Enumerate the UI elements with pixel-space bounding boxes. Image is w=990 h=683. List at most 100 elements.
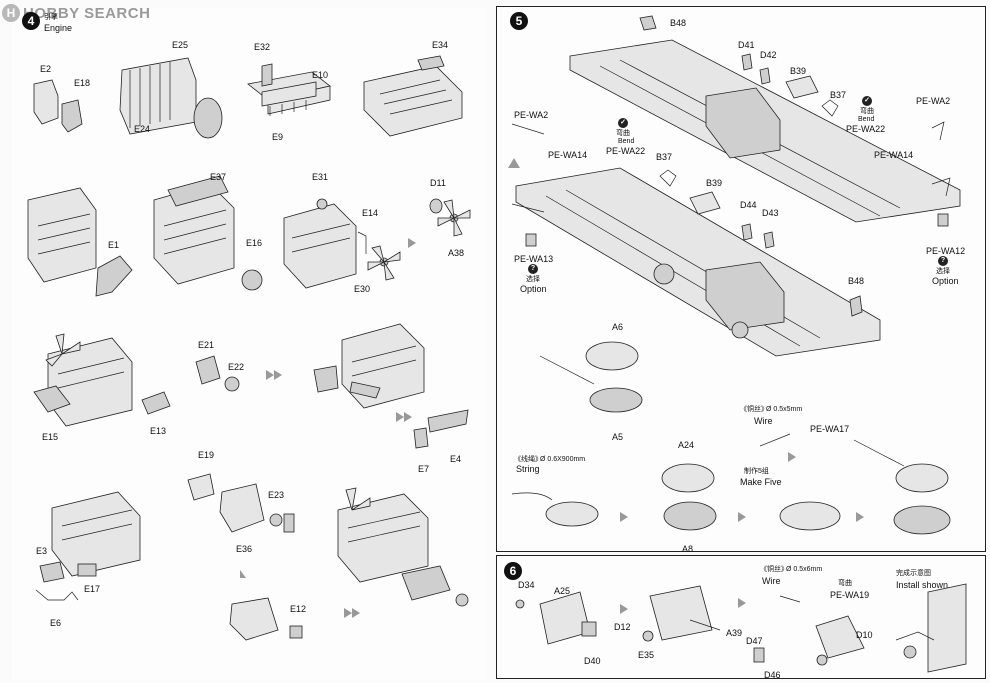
engine-assembly-2 xyxy=(153,175,263,291)
engine-assembly-4 xyxy=(33,333,240,427)
fan-a38 xyxy=(429,198,471,237)
step-5-number: 5 xyxy=(510,12,528,30)
label-e2: E2 xyxy=(40,64,52,74)
label-e32: E32 xyxy=(254,42,271,52)
engine-assembly-3 xyxy=(283,198,471,289)
label-bend-cn-left: 弯曲 xyxy=(616,130,630,137)
label-e37: E37 xyxy=(210,172,227,182)
label-make-five-cn: 制作5组 xyxy=(744,468,769,475)
watermark-text: HOBBY SEARCH xyxy=(23,4,151,22)
label-pe-wa12: PE-WA12 xyxy=(926,246,966,256)
label-install-en: Install shown xyxy=(896,580,949,590)
label-option-cn-left: 选择 xyxy=(526,276,540,283)
label-pe-wa22-right: PE-WA22 xyxy=(846,124,886,134)
part-e2-e18 xyxy=(33,79,83,133)
label-wire-spec-6: Ø 0.5x6mm xyxy=(786,566,823,573)
label-d42: D42 xyxy=(760,50,777,60)
label-install-cn: 完成示意图 xyxy=(896,570,931,577)
hobby-search-logo-icon: H xyxy=(2,4,20,22)
label-e31: E31 xyxy=(312,172,329,182)
label-bend-en-left: Bend xyxy=(618,138,635,145)
engine-assembly-7 xyxy=(35,491,141,601)
label-option-cn-right: 选择 xyxy=(936,268,950,275)
step-6-number: 6 xyxy=(504,562,522,580)
label-e25: E25 xyxy=(172,40,189,50)
label-pe-wa17: PE-WA17 xyxy=(810,424,850,434)
label-wire-en-5: Wire xyxy=(754,416,773,426)
part-e12-housing xyxy=(229,597,303,641)
label-make-five-en: Make Five xyxy=(740,477,782,487)
label-e16: E16 xyxy=(246,238,263,248)
label-option-en-left: Option xyxy=(520,284,547,294)
label-e13: E13 xyxy=(150,426,167,436)
label-e18: E18 xyxy=(74,78,91,88)
label-pe-wa22-left: PE-WA22 xyxy=(606,146,646,156)
label-e3: E3 xyxy=(36,546,48,556)
step-4-number: 4 xyxy=(22,12,40,30)
engine-assembly-6 xyxy=(187,473,295,533)
label-wire-en-6: Wire xyxy=(762,576,781,586)
engine-assembly-5 xyxy=(313,323,469,449)
part-e25-e24-block xyxy=(119,57,223,139)
label-wire-cn-6: 《铜丝》 xyxy=(760,566,788,573)
label-e34: E34 xyxy=(432,40,449,50)
part-e32-e10-e9 xyxy=(247,63,331,116)
label-d43: D43 xyxy=(762,208,779,218)
label-e7: E7 xyxy=(418,464,430,474)
label-a6: A6 xyxy=(612,322,624,332)
engine-assembly-1 xyxy=(27,187,133,297)
label-string-spec: Ø 0.6X900mm xyxy=(540,456,586,463)
label-e21: E21 xyxy=(198,340,215,350)
label-d46: D46 xyxy=(764,670,781,680)
label-e10: E10 xyxy=(312,70,329,80)
part-e34-intake xyxy=(363,55,463,137)
label-e23: E23 xyxy=(268,490,285,500)
label-string-en: String xyxy=(516,464,540,474)
label-pe-wa13: PE-WA13 xyxy=(514,254,554,264)
bend-check-icon: ✓ xyxy=(618,118,628,128)
label-a8: A8 xyxy=(682,544,694,554)
chassis-frame-upper xyxy=(569,39,961,223)
bend-check-icon-right: ✓ xyxy=(862,96,872,106)
label-wire-spec-5: Ø 0.5x5mm xyxy=(766,406,803,413)
step-4-title-cn: 引擎 xyxy=(44,14,58,21)
label-b37-center: B37 xyxy=(656,152,673,162)
label-d11: D11 xyxy=(430,178,446,188)
label-e24: E24 xyxy=(134,124,151,134)
label-a38: A38 xyxy=(448,248,465,258)
label-d12: D12 xyxy=(614,622,631,632)
label-b48-top: B48 xyxy=(670,18,687,28)
label-e36: E36 xyxy=(236,544,253,554)
label-b39-center: B39 xyxy=(706,178,723,188)
label-pe-wa2-right: PE-WA2 xyxy=(916,96,951,106)
label-e19: E19 xyxy=(198,450,215,460)
label-bend-cn-6: 弯曲 xyxy=(838,580,852,587)
hobby-search-watermark: H HOBBY SEARCH xyxy=(2,4,150,22)
label-e4: E4 xyxy=(450,454,462,464)
label-d44: D44 xyxy=(740,200,757,210)
label-pe-wa14-left: PE-WA14 xyxy=(548,150,588,160)
label-d34: D34 xyxy=(518,580,535,590)
engine-assembly-8 xyxy=(337,487,469,607)
label-b48-bottom: B48 xyxy=(848,276,865,286)
label-string-cn: 《线绳》 xyxy=(514,456,542,463)
label-a5: A5 xyxy=(612,432,624,442)
label-e30: E30 xyxy=(354,284,371,294)
label-pe-wa14-right: PE-WA14 xyxy=(874,150,914,160)
label-e6: E6 xyxy=(50,618,62,628)
fan-e30 xyxy=(367,245,401,281)
label-e9: E9 xyxy=(272,132,284,142)
label-wire-cn-5: 《铜丝》 xyxy=(740,406,768,413)
label-e14: E14 xyxy=(362,208,379,218)
label-pe-wa19: PE-WA19 xyxy=(830,590,870,600)
label-a25: A25 xyxy=(554,586,571,596)
option-icon-left: ? xyxy=(528,264,538,274)
label-b37-right: B37 xyxy=(830,90,847,100)
label-d41: D41 xyxy=(738,40,755,50)
label-a39: A39 xyxy=(726,628,743,638)
flow-arrows xyxy=(240,158,864,618)
option-icon-right: ? xyxy=(938,256,948,266)
chassis-frame-lower xyxy=(515,167,881,357)
